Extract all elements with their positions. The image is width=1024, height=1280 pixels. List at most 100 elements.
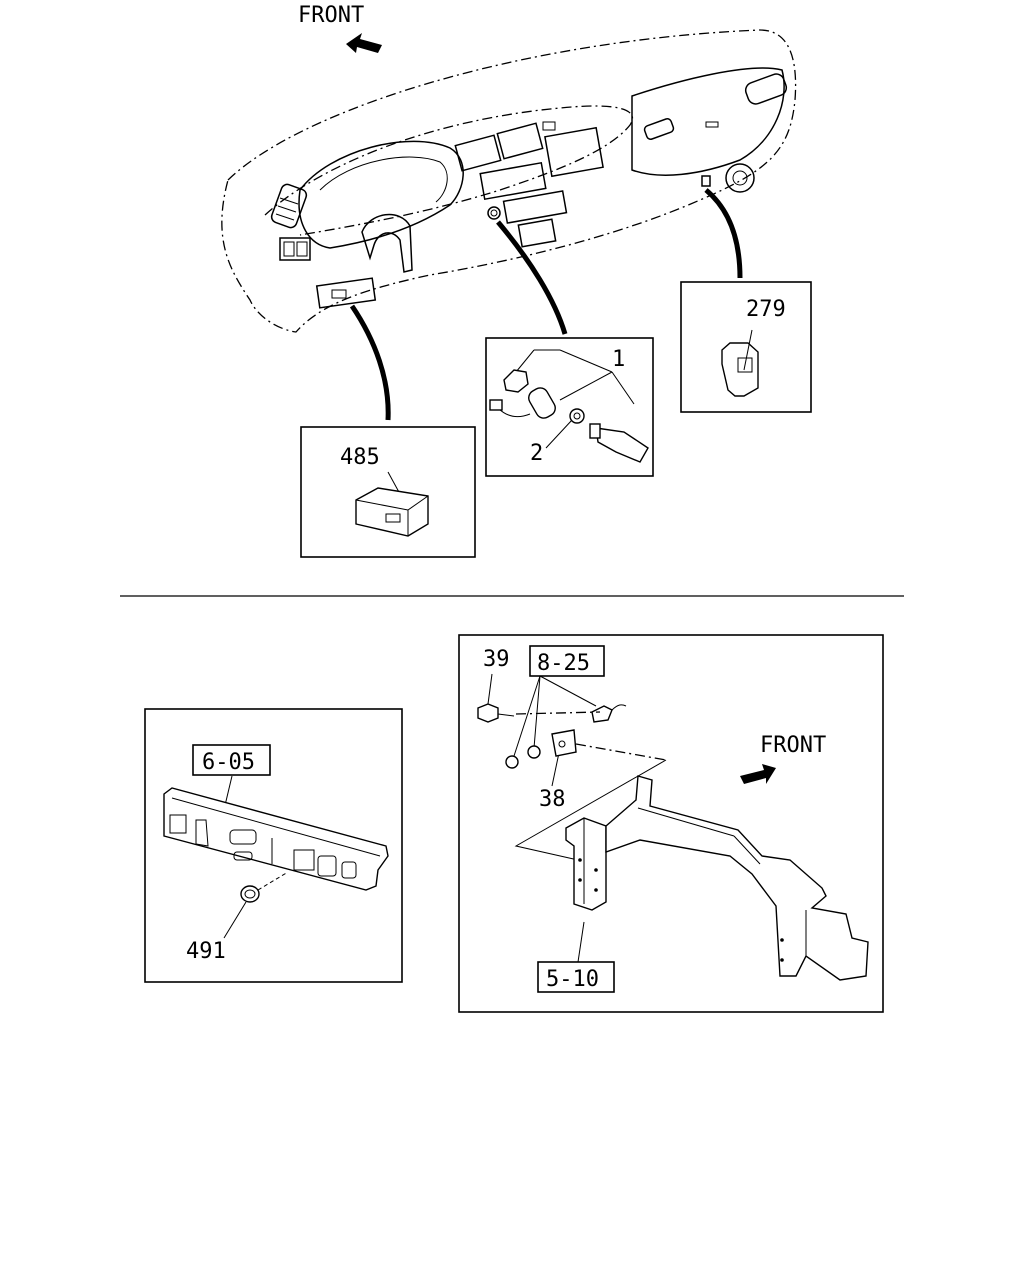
frame-rail-icon — [605, 775, 869, 981]
bracket-hole — [558, 740, 566, 748]
callout-39: 39 — [483, 647, 510, 672]
glovebox-handle — [643, 118, 675, 140]
left-switch-panel — [279, 237, 311, 261]
frame-edge — [733, 835, 761, 865]
nut-icon — [505, 755, 519, 769]
panel-hole — [195, 819, 209, 847]
climate-control — [502, 190, 568, 224]
bolt-shank — [497, 713, 515, 717]
ref-box-8-25 — [529, 645, 605, 677]
callout-279: 279 — [746, 297, 786, 322]
panel-hole — [169, 814, 187, 834]
callout-6-05: 6-05 — [202, 750, 255, 775]
callout-2: 2 — [530, 441, 543, 466]
washer-icon — [569, 408, 585, 424]
glovebox — [631, 67, 785, 176]
vent-slat — [277, 205, 297, 213]
lighter-socket — [487, 206, 501, 220]
hazard-switch-block — [544, 126, 604, 178]
relay-icon — [721, 342, 759, 397]
leader-8-25a — [513, 675, 541, 757]
leader-39 — [487, 673, 493, 705]
leader-relay — [704, 188, 743, 279]
grommet-hole — [244, 889, 256, 899]
panel-hole — [293, 849, 315, 871]
frame-hole — [578, 858, 582, 862]
cluster-inner — [319, 156, 448, 203]
lighter-plug-icon — [489, 399, 503, 411]
frame-section: 39 8-25 38 5-10 FRONT — [458, 634, 884, 1013]
leader-8-25b — [533, 675, 541, 749]
callout-8-25: 8-25 — [537, 651, 590, 676]
callout-5-10: 5-10 — [546, 967, 599, 992]
callout-1: 1 — [612, 347, 625, 372]
vent-slat — [275, 213, 295, 221]
leader-491-dash — [257, 871, 289, 891]
connector-slot — [331, 289, 347, 299]
frame-edge — [637, 807, 735, 837]
frame-hole — [780, 958, 784, 962]
panel-hole — [341, 861, 357, 879]
front-arrow-top — [346, 33, 382, 53]
dashboard-inner-outline — [264, 105, 633, 236]
lighter-socket-inner — [490, 209, 498, 217]
frame-hole — [594, 888, 598, 892]
radio-unit — [479, 161, 547, 201]
relay-location — [701, 175, 711, 187]
mount-plane — [514, 759, 667, 861]
switch — [283, 241, 295, 257]
panel-hole — [229, 829, 257, 845]
callout-485: 485 — [340, 445, 380, 470]
frame-hole — [578, 878, 582, 882]
center-vent-right — [496, 122, 544, 160]
right-vent — [744, 73, 788, 105]
leader-connector — [349, 304, 391, 421]
front-label-top: FRONT — [298, 3, 364, 28]
panel-member-icon — [163, 787, 389, 891]
lighter-element-icon — [595, 427, 649, 463]
indicator — [542, 121, 556, 131]
leader-5-10 — [577, 921, 585, 963]
panel-hole — [233, 851, 253, 861]
steering-column — [361, 213, 413, 273]
leader-8-25c — [539, 675, 597, 707]
washer-hole — [573, 412, 581, 420]
leader-1b — [611, 371, 635, 405]
lighter-ring-icon — [503, 369, 529, 393]
leader-485 — [387, 471, 401, 495]
leader-2 — [545, 419, 573, 449]
panel-edge — [171, 797, 381, 857]
relay-tab — [737, 357, 753, 373]
connector-location — [315, 277, 377, 309]
axis-line — [515, 711, 601, 715]
lighter-socket-icon — [528, 387, 556, 419]
switch — [296, 241, 308, 257]
vent-slat — [279, 197, 299, 205]
front-label-bottom: FRONT — [760, 733, 826, 758]
leader-279 — [743, 329, 753, 371]
ref-box-6-05 — [192, 744, 271, 776]
left-vent — [270, 183, 308, 229]
connector-edge — [355, 499, 409, 511]
panel-hole — [317, 855, 337, 877]
leader-lighter — [496, 220, 568, 335]
frame-member-icon — [565, 817, 607, 911]
dashboard-section: FRONT — [221, 3, 812, 558]
bolt-icon — [477, 703, 499, 723]
leader-1d — [559, 349, 613, 373]
bracket-icon — [551, 729, 577, 757]
washer-icon-2 — [527, 745, 541, 759]
connector-edge — [407, 495, 429, 511]
center-vent-left — [454, 134, 502, 172]
panel-section: 6-05 491 — [144, 708, 403, 983]
glovebox-latch — [705, 121, 719, 128]
leader-1e — [515, 349, 535, 373]
instrument-cluster — [298, 140, 464, 249]
ref-box-5-10 — [537, 961, 615, 993]
frame-hole — [594, 868, 598, 872]
lighter-knob — [589, 423, 601, 439]
connector-icon — [355, 487, 429, 537]
sensor-icon — [591, 705, 613, 723]
leader-1a — [559, 371, 613, 401]
